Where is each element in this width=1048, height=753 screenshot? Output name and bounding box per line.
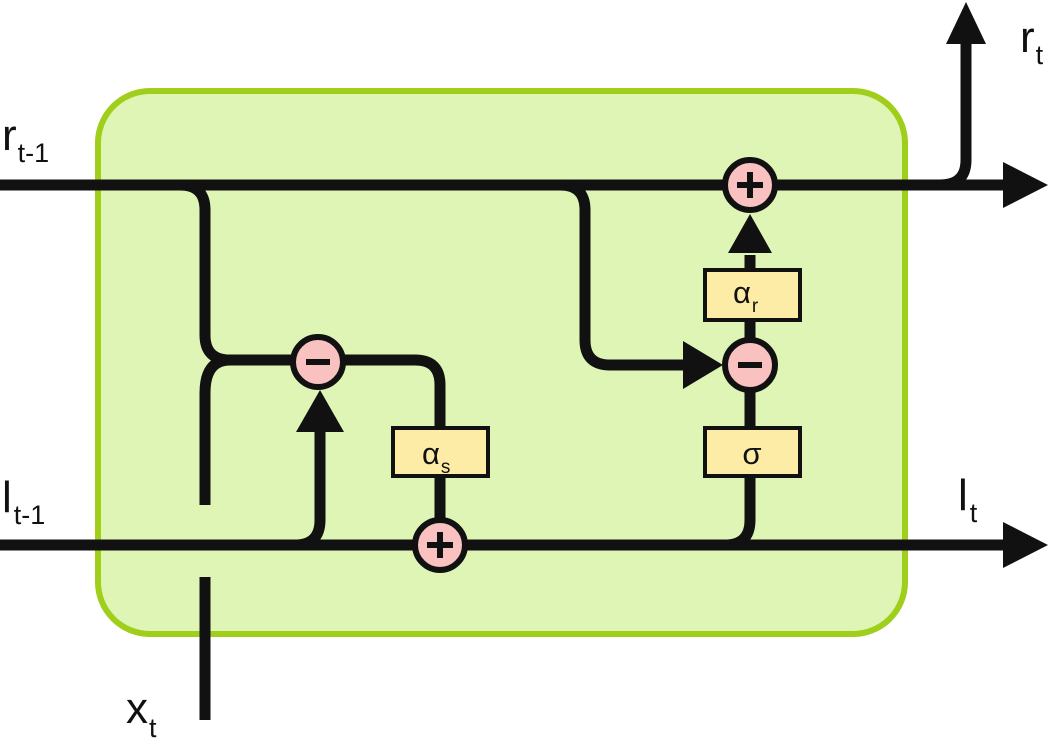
- plus-icon: [737, 172, 763, 198]
- to-top-plus-arrowhead: [728, 214, 772, 253]
- gate-alpha-s-symbol: α: [422, 436, 440, 471]
- cell-block: [95, 88, 908, 637]
- gate-sigma: σ: [703, 426, 802, 478]
- svg-text:αr: αr: [733, 275, 759, 317]
- r-output-branch-wire: [939, 40, 972, 191]
- label-x-in-sub: t: [149, 713, 157, 743]
- r-rail-arrowhead: [1003, 162, 1048, 208]
- label-r-out: rt: [1020, 13, 1044, 70]
- label-r-out-sub: t: [1036, 40, 1044, 70]
- label-r-prev-sub: t-1: [18, 138, 50, 168]
- gate-alpha-r-subscript: r: [752, 296, 759, 317]
- label-l-out-sub: t: [970, 498, 978, 528]
- label-r-prev: rt-1: [2, 111, 49, 168]
- label-x-in: xt: [126, 684, 157, 743]
- r-output-arrowhead: [946, 2, 986, 44]
- svg-text:αs: αs: [422, 436, 450, 478]
- svg-text:σ: σ: [742, 436, 761, 471]
- label-l-prev: lt-1: [2, 473, 45, 530]
- label-x-in-main: x: [126, 684, 148, 733]
- gate-alpha-r-box: [703, 268, 802, 322]
- left-minus-to-alpha-s-wire: [318, 354, 446, 545]
- op-minus-right: [722, 337, 778, 393]
- op-plus-bottom: [412, 517, 468, 573]
- op-plus-top: [722, 157, 778, 213]
- gate-alpha-s-box: [391, 426, 490, 478]
- label-l-prev-main: l: [2, 473, 12, 522]
- gate-alpha-r-symbol: α: [733, 275, 751, 310]
- plus-icon: [427, 532, 453, 558]
- arrowheads: [296, 2, 1048, 568]
- l-to-minus-arrowhead: [296, 390, 344, 432]
- label-r-out-main: r: [1020, 13, 1035, 62]
- label-l-prev-sub: t-1: [14, 500, 46, 530]
- gate-alpha-s-subscript: s: [441, 457, 451, 478]
- label-l-out-main: l: [958, 471, 968, 520]
- l-to-sigma-wire: [724, 365, 756, 551]
- l-rail-arrowhead: [1003, 522, 1048, 568]
- gate-sigma-box: [703, 426, 802, 478]
- x-input-wire: [199, 354, 231, 505]
- l-to-left-minus-wire: [294, 425, 326, 551]
- op-minus-left: [290, 334, 346, 390]
- r-to-right-minus-arrowhead: [683, 341, 723, 389]
- label-r-prev-main: r: [2, 111, 17, 160]
- label-l-out: lt: [958, 471, 978, 528]
- gate-alpha-r: αr: [703, 268, 802, 322]
- gate-sigma-symbol: σ: [742, 436, 761, 471]
- r-to-right-minus-wire: [559, 179, 690, 371]
- gate-alpha-s: αs: [391, 426, 490, 478]
